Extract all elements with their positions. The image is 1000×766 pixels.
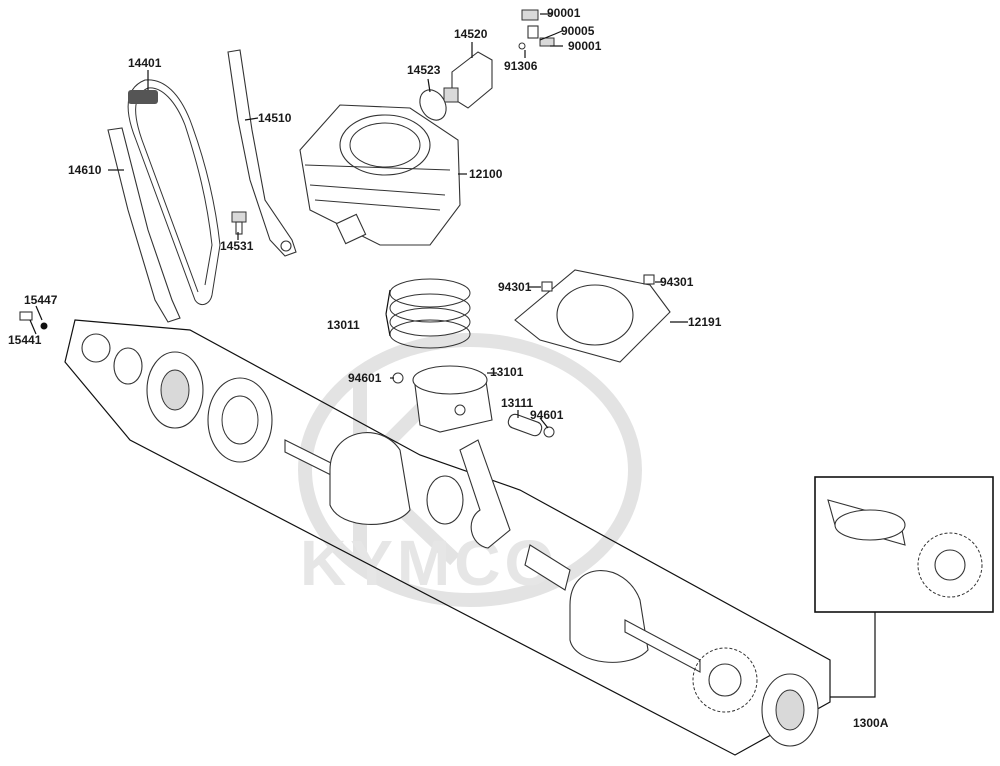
callout-94301-left: 94301 [498, 280, 532, 294]
callout-94301-right: 94301 [660, 275, 694, 289]
callout-13111: 13111 [501, 396, 533, 410]
crankshaft-assembly [81, 333, 819, 747]
watermark-logo: KYMCO [298, 333, 642, 607]
piston [412, 365, 493, 433]
chain-tensioner-guide [107, 127, 181, 323]
cylinder-block [299, 104, 461, 246]
tensioner-gasket [419, 89, 447, 121]
piston-pin [507, 413, 543, 437]
watermark-text: KYMCO [300, 527, 558, 599]
cylinder-base-gasket [514, 269, 671, 363]
callout-15441: 15441 [8, 333, 42, 347]
callout-1300a: 1300A [853, 716, 889, 730]
bolt-15447 [40, 322, 48, 330]
piston-pin-clip-right [543, 426, 555, 438]
inset-balancer-parts [827, 499, 983, 598]
callout-94601-right: 94601 [530, 408, 564, 422]
piston-pin-clip-left [392, 372, 404, 384]
piston-rings [389, 278, 471, 349]
callout-90001-top: 90001 [547, 6, 581, 20]
cam-chain-tensioner [443, 51, 493, 109]
callout-12191: 12191 [688, 315, 722, 329]
cam-chain [127, 79, 221, 306]
dowel-pin-left [541, 281, 553, 292]
chain-guide [227, 49, 297, 257]
callout-13011: 13011 [327, 318, 360, 332]
callout-94601-left: 94601 [348, 371, 382, 385]
callout-90001-bottom: 90001 [568, 39, 602, 53]
callout-14610: 14610 [68, 163, 102, 177]
callout-90005: 90005 [561, 24, 595, 38]
callout-14401: 14401 [128, 56, 162, 70]
bolt-15441 [19, 311, 33, 321]
tensioner-bolts [518, 9, 555, 50]
crankshaft-assembly-outline [64, 319, 831, 756]
callout-12100: 12100 [469, 167, 503, 181]
callout-14520: 14520 [454, 27, 488, 41]
callout-14523: 14523 [407, 63, 441, 77]
callout-15447: 15447 [24, 293, 58, 307]
leader-lines [29, 13, 688, 429]
callout-14510: 14510 [258, 111, 292, 125]
callout-91306: 91306 [504, 59, 538, 73]
dowel-pin-right [643, 274, 655, 285]
callout-14531: 14531 [220, 239, 254, 253]
bolt-14531 [231, 211, 247, 235]
callout-13101: 13101 [490, 365, 524, 379]
